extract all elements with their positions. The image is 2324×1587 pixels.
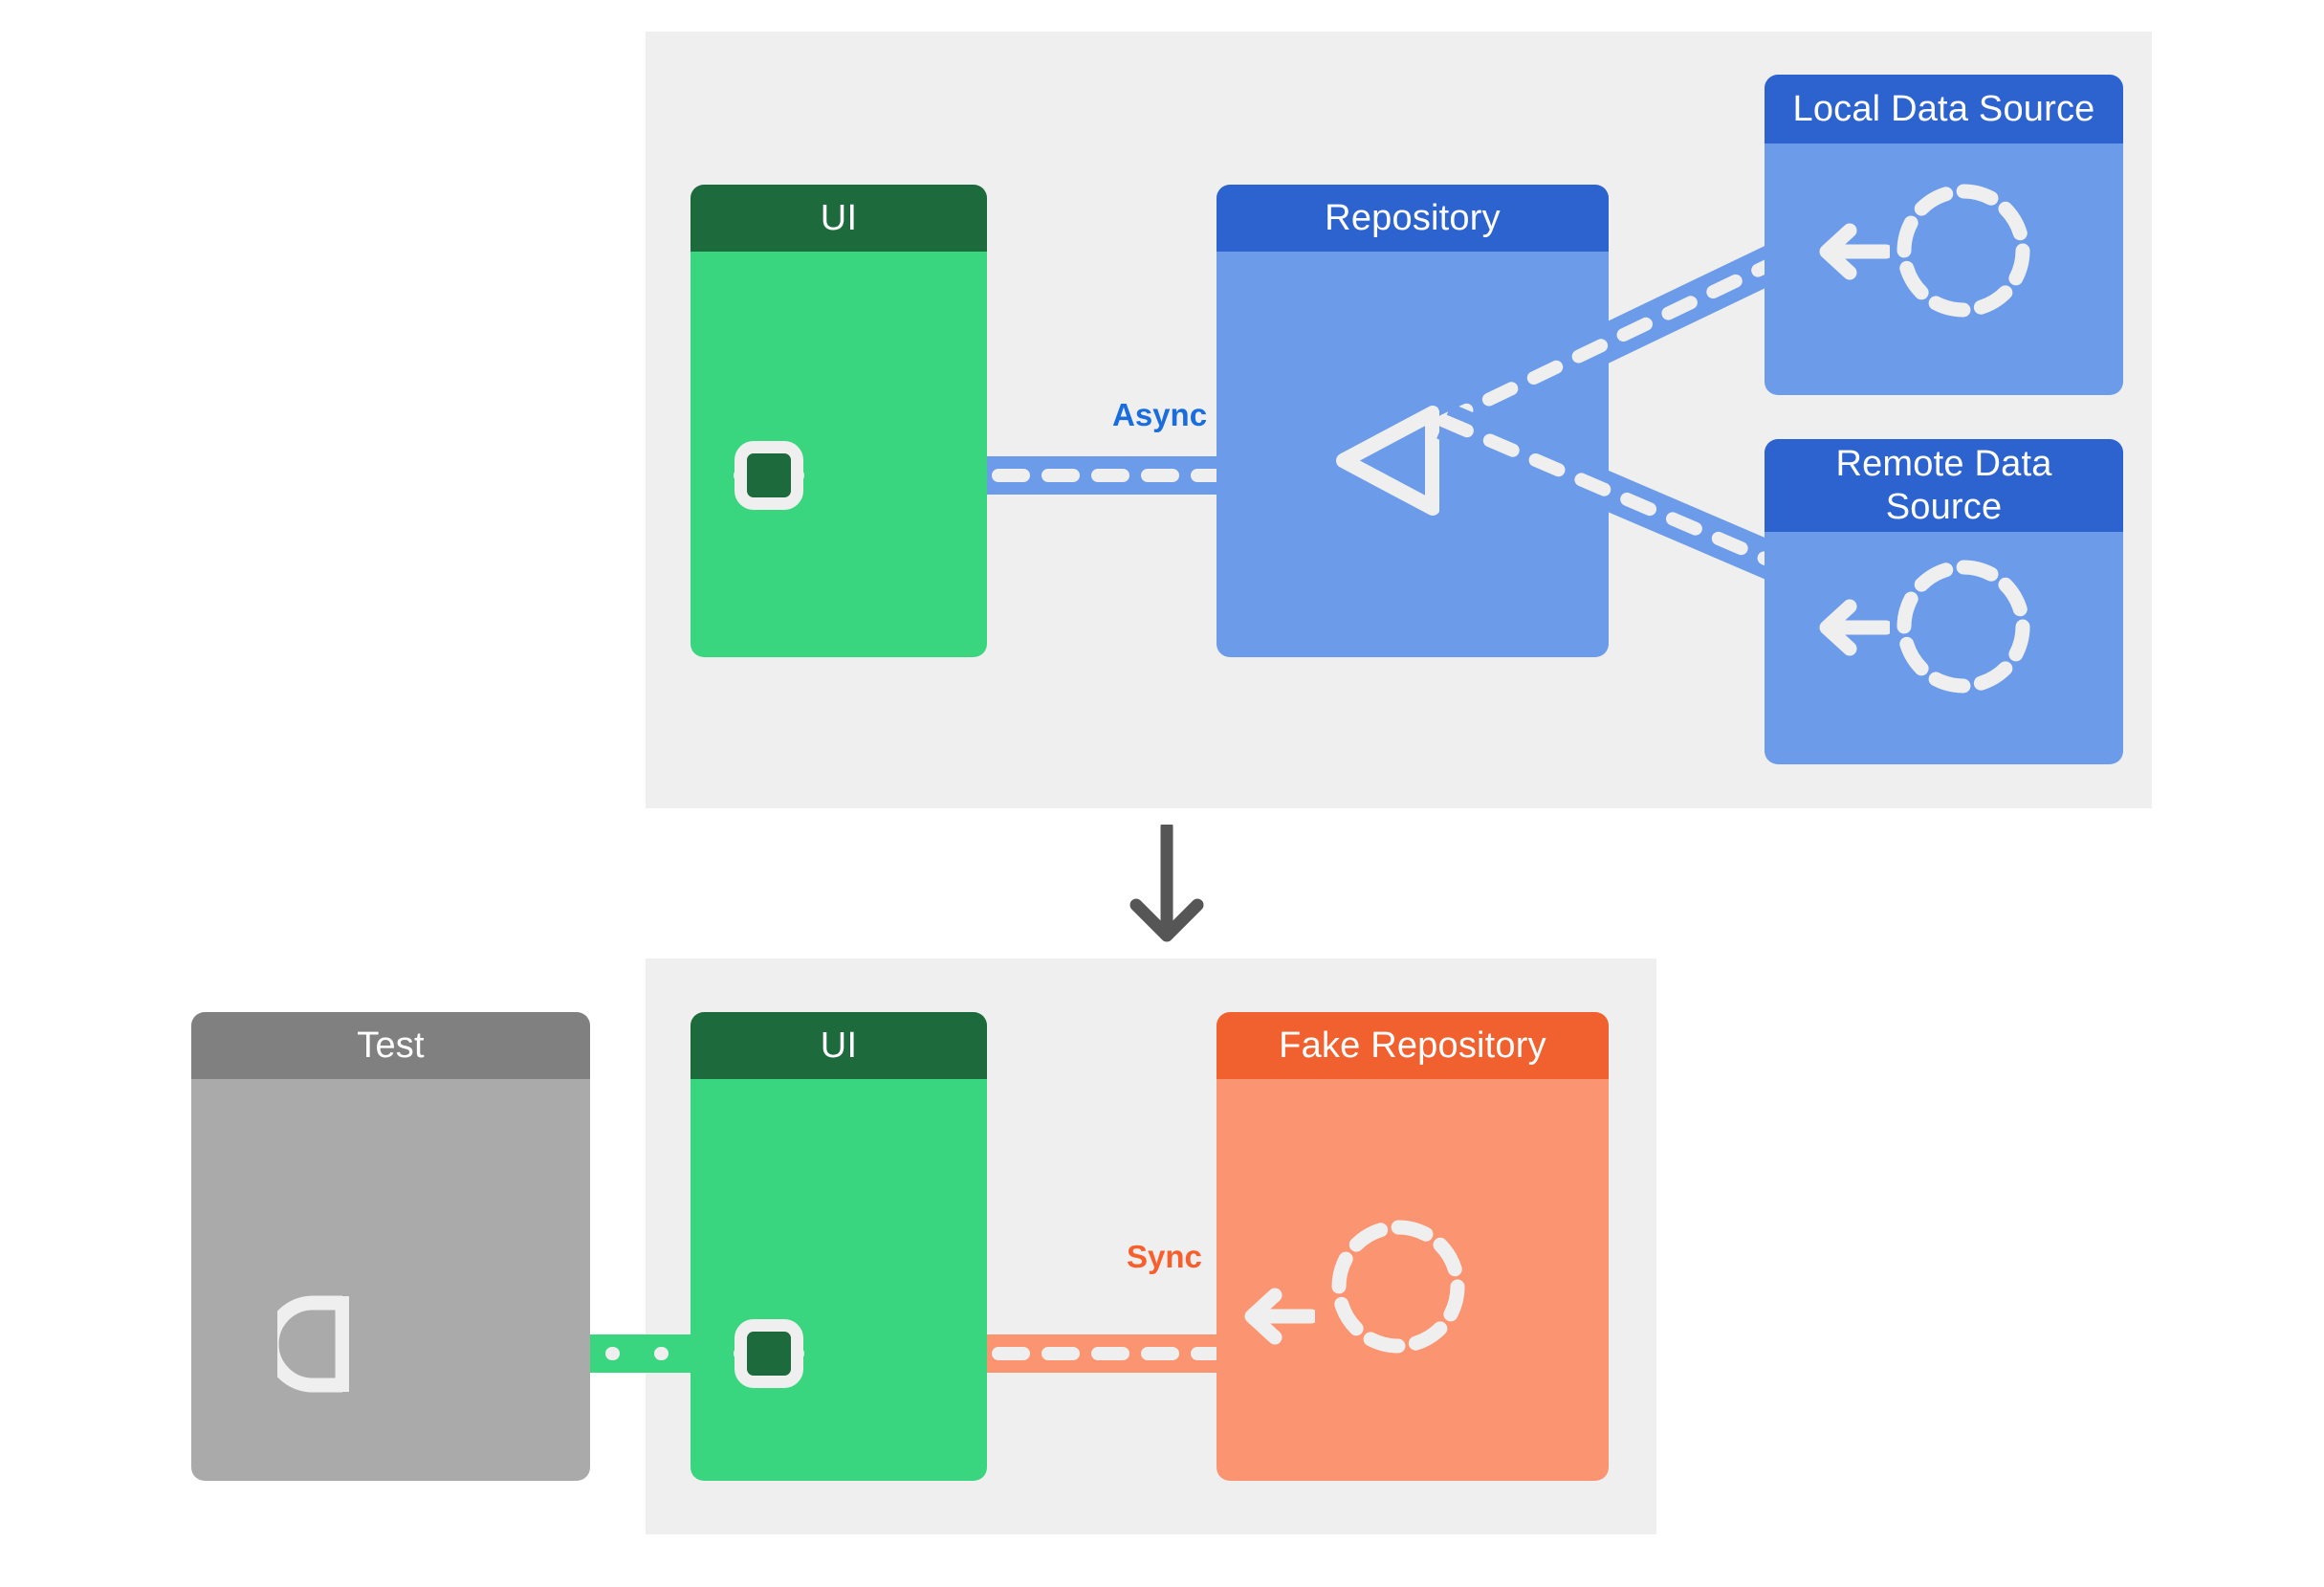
async-connector-band xyxy=(949,456,1262,495)
remote-data-source-card[interactable]: Remote Data Source xyxy=(1765,439,2123,764)
ui-card-body xyxy=(691,1079,987,1481)
arrow-left-icon xyxy=(1244,1288,1315,1345)
plug-chip-icon xyxy=(734,1319,804,1388)
dashed-circle-icon xyxy=(1331,1220,1465,1354)
test-card-body xyxy=(191,1079,590,1481)
remote-data-source-title: Remote Data Source xyxy=(1765,439,2123,532)
ui-component-card-test[interactable]: UI xyxy=(691,1012,987,1481)
local-data-source-card[interactable]: Local Data Source xyxy=(1765,75,2123,395)
sync-dash-line xyxy=(949,1347,1350,1360)
local-data-source-title: Local Data Source xyxy=(1765,75,2123,143)
test-component-card[interactable]: Test xyxy=(191,1012,590,1481)
triangle-provider-icon xyxy=(1336,406,1439,516)
plug-chip-icon xyxy=(734,441,804,510)
fake-repository-card[interactable]: Fake Repository xyxy=(1217,1012,1609,1481)
plug-nub-left-icon xyxy=(734,1347,747,1360)
async-dash-line xyxy=(949,469,1262,482)
arrow-left-icon xyxy=(1819,223,1890,280)
ui-card-title: UI xyxy=(691,185,987,252)
plug-nub-right-icon xyxy=(791,1347,804,1360)
test-card-title: Test xyxy=(191,1012,590,1079)
ui-card-title: UI xyxy=(691,1012,987,1079)
async-edge-label: Async xyxy=(1112,397,1208,432)
ui-component-card-production[interactable]: UI xyxy=(691,185,987,657)
dashed-circle-icon xyxy=(1896,184,2030,318)
fake-repository-title: Fake Repository xyxy=(1217,1012,1609,1079)
arrow-down-icon xyxy=(1129,825,1204,942)
arrow-left-icon xyxy=(1819,599,1890,656)
local-data-source-body xyxy=(1765,143,2123,395)
fake-repository-body xyxy=(1217,1079,1609,1481)
plug-nub-right-icon xyxy=(791,469,804,482)
sync-edge-label: Sync xyxy=(1127,1239,1202,1274)
dashed-circle-icon xyxy=(1896,560,2030,694)
test-dot-line xyxy=(271,1347,952,1360)
socket-half-ring-icon xyxy=(277,1295,349,1393)
plug-nub-left-icon xyxy=(734,469,747,482)
repository-card-title: Repository xyxy=(1217,185,1609,252)
